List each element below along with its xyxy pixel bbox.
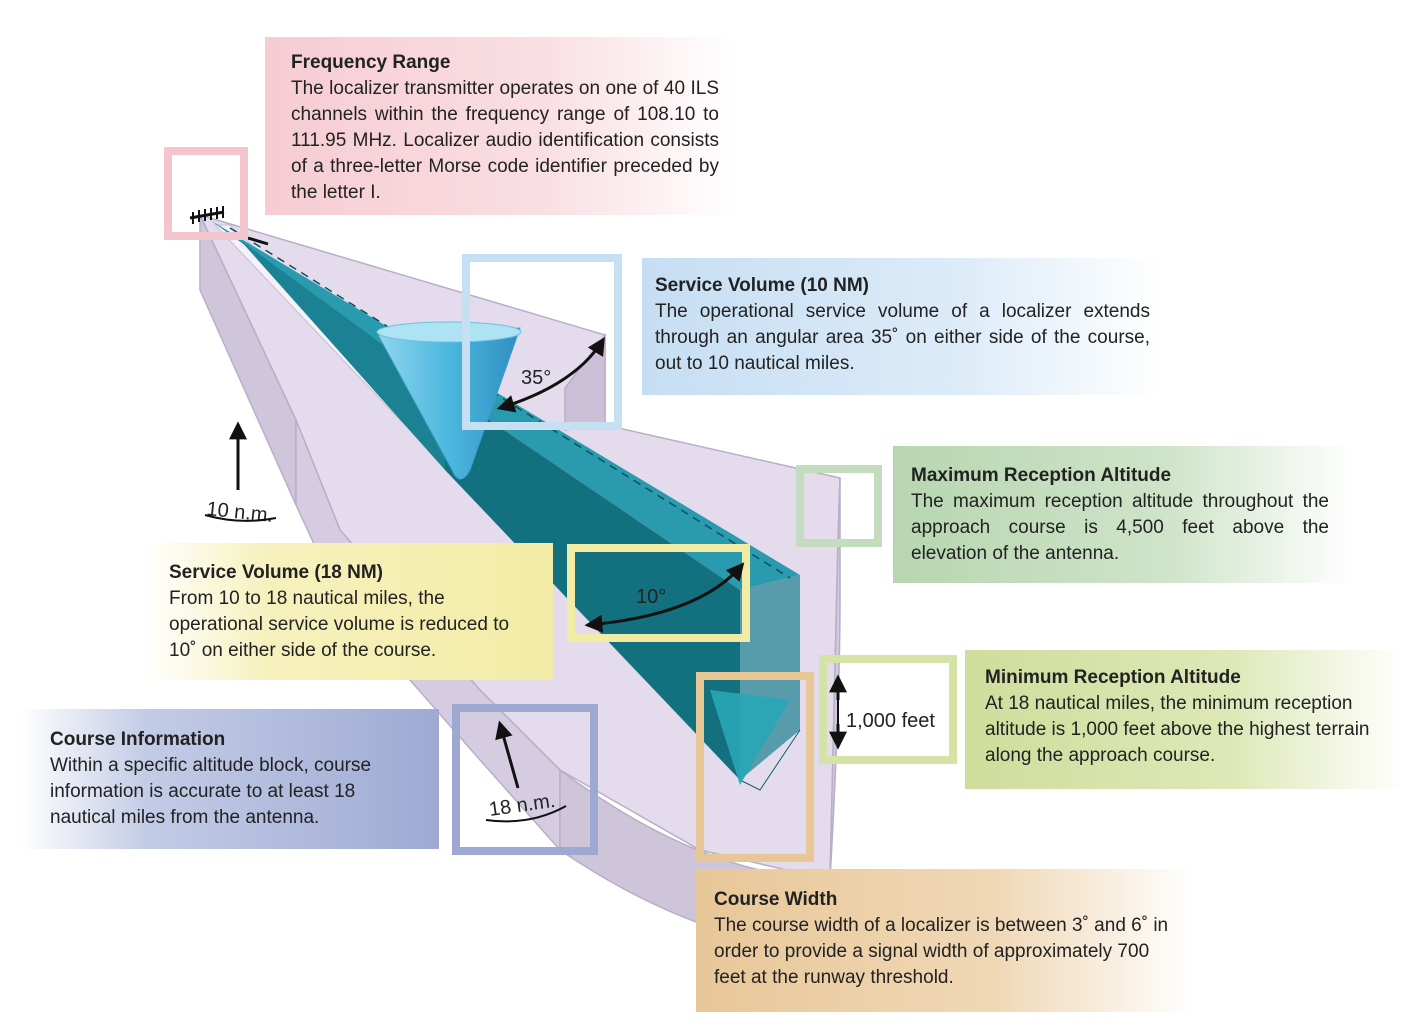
- callout-body: From 10 to 18 nautical miles, the operat…: [169, 588, 510, 661]
- angle-35-indicator: 35°: [496, 336, 605, 413]
- callout-max-reception-altitude: Maximum Reception Altitude The maximum r…: [893, 446, 1353, 583]
- callout-title: Course Information: [50, 729, 226, 750]
- callout-title: Frequency Range: [291, 52, 451, 73]
- callout-body: The localizer transmitter operates on on…: [291, 78, 719, 203]
- frame-service-volume-18: [567, 544, 750, 642]
- angle-35-label: 35°: [521, 367, 551, 389]
- callout-title: Course Width: [714, 889, 838, 910]
- distance-10nm-indicator: 10 n.m.: [204, 421, 277, 527]
- callout-course-information: Course Information Within a specific alt…: [20, 709, 439, 849]
- coverage-cone: [376, 321, 522, 480]
- callout-title: Service Volume (18 NM): [169, 562, 384, 583]
- callout-body: Within a specific altitude block, course…: [50, 755, 372, 828]
- angle-10-label: 10°: [636, 586, 666, 608]
- callout-body: The operational service volume of a loca…: [655, 301, 1150, 374]
- distance-10nm-label: 10 n.m.: [205, 498, 274, 527]
- altitude-1000-indicator: 1,000 feet: [829, 674, 935, 750]
- callout-course-width: Course Width The course width of a local…: [696, 869, 1196, 1012]
- callout-title: Service Volume (10 NM): [655, 275, 870, 296]
- angle-10-indicator: 10°: [584, 562, 745, 633]
- antenna-array-icon: [189, 206, 269, 246]
- frame-course-width: [696, 672, 814, 862]
- callout-body: At 18 nautical miles, the minimum recept…: [985, 693, 1370, 766]
- callout-service-volume-18: Service Volume (18 NM) From 10 to 18 nau…: [145, 543, 553, 680]
- frame-service-volume-10: [462, 254, 622, 430]
- frame-course-information: [452, 704, 598, 855]
- altitude-1000-label: 1,000 feet: [846, 710, 935, 732]
- callout-service-volume-10: Service Volume (10 NM) The operational s…: [642, 258, 1162, 395]
- frame-min-reception-altitude: [819, 655, 957, 764]
- callout-frequency-range: Frequency Range The localizer transmitte…: [265, 37, 735, 215]
- callout-body: The course width of a localizer is betwe…: [714, 915, 1169, 988]
- frame-frequency-range: [164, 147, 248, 240]
- callout-min-reception-altitude: Minimum Reception Altitude At 18 nautica…: [965, 650, 1405, 789]
- frame-max-reception-altitude: [796, 465, 882, 547]
- callout-title: Minimum Reception Altitude: [985, 667, 1241, 688]
- callout-title: Maximum Reception Altitude: [911, 465, 1172, 486]
- callout-body: The maximum reception altitude throughou…: [911, 491, 1329, 564]
